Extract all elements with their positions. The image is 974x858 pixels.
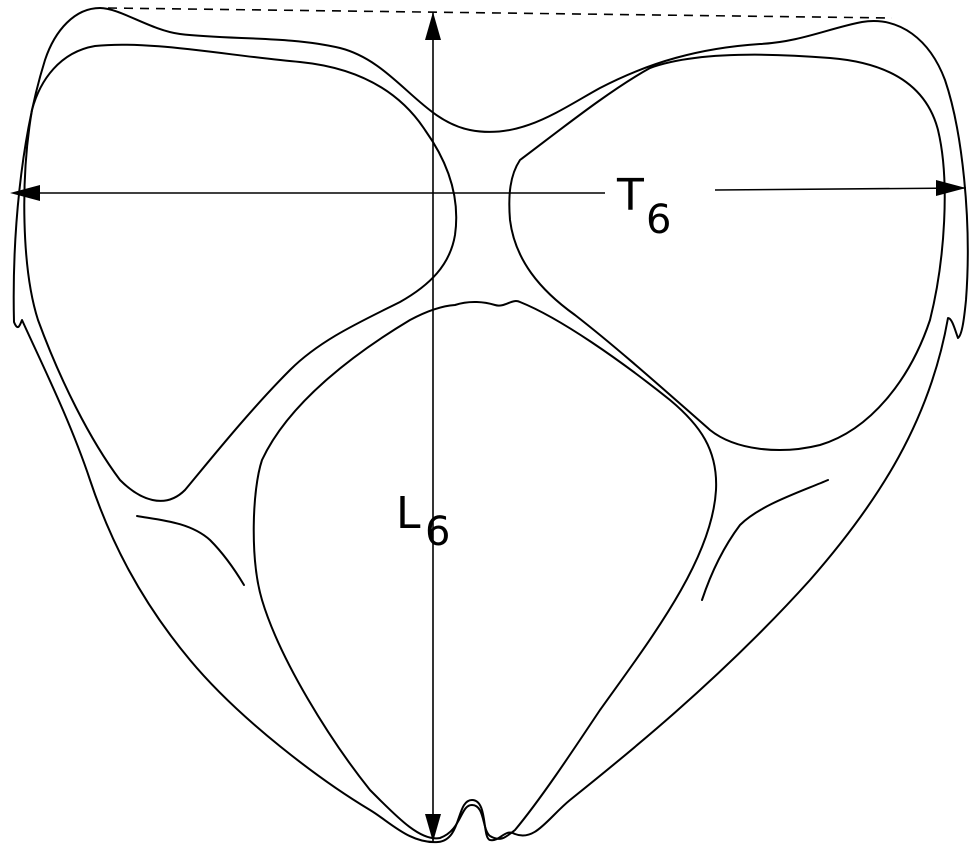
outer-outline xyxy=(12,7,969,844)
lobe-top-right xyxy=(508,53,946,451)
width-dimension-line-right xyxy=(714,187,967,191)
width-arrow-left xyxy=(10,185,40,201)
length-label-subscript: 6 xyxy=(425,509,450,555)
length-arrow-top xyxy=(425,12,441,40)
seam-right xyxy=(701,479,829,601)
length-arrow-bottom xyxy=(425,814,441,842)
lobe-bottom-center xyxy=(252,300,718,840)
seam-left xyxy=(136,515,245,586)
reference-dashed-line xyxy=(107,7,893,19)
lobe-top-left xyxy=(23,43,458,502)
length-label: L xyxy=(396,488,421,539)
width-arrow-right xyxy=(936,180,966,196)
width-label-subscript: 6 xyxy=(646,197,671,243)
width-label: T xyxy=(616,170,644,221)
